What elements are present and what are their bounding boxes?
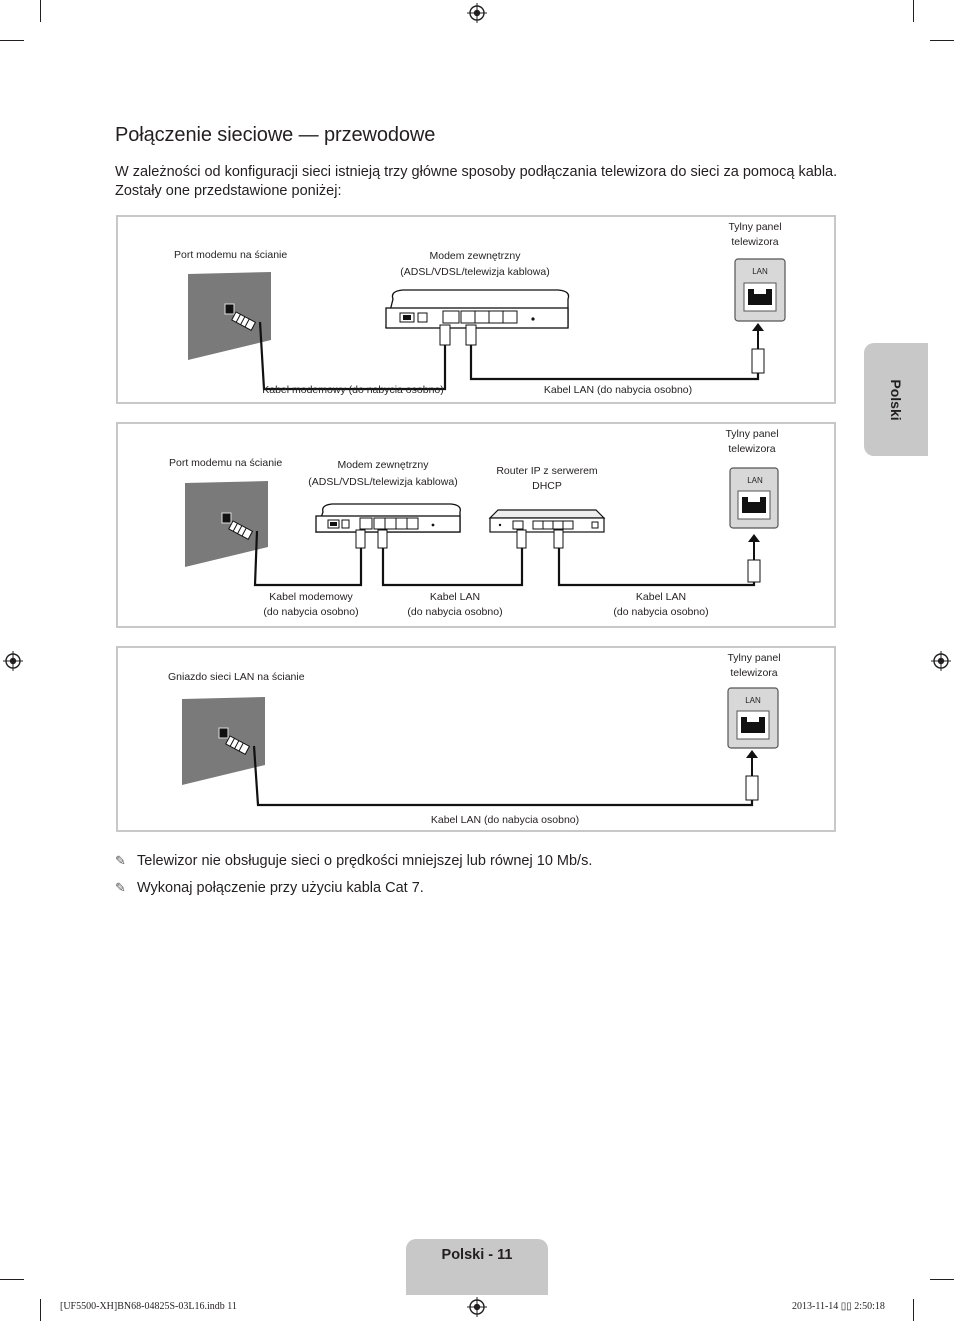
wall-port-label: Port modemu na ścianie [174, 249, 288, 261]
registration-mark-icon [3, 651, 23, 671]
language-side-tab-label: Polski [888, 378, 904, 421]
print-slug-file: [UF5500-XH]BN68-04825S-03L16.indb 11 [60, 1301, 237, 1312]
tv-plug-icon [745, 775, 759, 801]
page-number-tab: Polski - 11 [406, 1239, 548, 1295]
crop-mark [913, 0, 914, 22]
note-text: Wykonaj połączenie przy użyciu kabla Cat… [137, 880, 424, 896]
diagram-modem-router: Port modemu na ścianie Modem zewnętrzny … [116, 422, 836, 628]
tv-panel-label-line1: Tylny panel [727, 652, 781, 664]
lan-cable-1-label-line1: Kabel LAN [429, 591, 481, 603]
lan-cable-modem-router [381, 548, 524, 587]
tv-lan-port-icon [729, 467, 779, 529]
crop-mark [40, 1299, 41, 1321]
diagram-wall-lan: Gniazdo sieci LAN na ścianie Tylny panel… [116, 646, 836, 832]
crop-mark [0, 1279, 24, 1280]
diagram-wall-lan-graphic [182, 687, 779, 807]
lan-port-label: LAN [747, 476, 763, 485]
modem-icon [315, 503, 461, 533]
crop-mark [930, 1279, 954, 1280]
note-item: ✎ Telewizor nie obsługuje sieci o prędkoś… [115, 852, 592, 870]
lan-cable-2-label-line1: Kabel LAN [635, 591, 687, 603]
wall-socket-icon [221, 512, 232, 524]
diagram-modem-direct: Port modemu na ścianie Modem zewnętrzny … [116, 215, 836, 404]
lan-cable-label: Kabel LAN (do nabycia osobno) [430, 814, 580, 826]
wall-lan-socket-label: Gniazdo sieci LAN na ścianie [168, 671, 305, 683]
lan-cable-label: Kabel LAN (do nabycia osobno) [543, 384, 693, 396]
wall-icon [182, 697, 265, 785]
router-label-line1: Router IP z serwerem [496, 465, 598, 477]
lan-cable-router-tv [557, 548, 756, 587]
modem-icon [385, 289, 570, 329]
wall-plug-icon [225, 735, 251, 755]
cable-plug-icon [355, 529, 564, 549]
note-item: ✎ Wykonaj połączenie przy użyciu kabla Ca… [115, 879, 424, 897]
modem-label-line2: (ADSL/VDSL/telewizja kablowa) [400, 266, 550, 278]
tv-lan-port-icon [734, 258, 786, 322]
crop-mark [40, 0, 41, 22]
registration-mark-icon [467, 1297, 487, 1317]
crop-mark [0, 40, 24, 41]
router-icon [488, 509, 606, 533]
crop-mark [930, 40, 954, 41]
modem-cable-label-line2: (do nabycia osobno) [263, 606, 359, 618]
diagram-modem-direct-graphic [188, 258, 786, 391]
pencil-note-icon: ✎ [115, 880, 126, 895]
modem-cable [258, 321, 447, 391]
tv-panel-label-line2: telewizora [731, 236, 779, 248]
tv-panel-label-line1: Tylny panel [728, 221, 782, 233]
registration-mark-icon [931, 651, 951, 671]
note-text: Telewizor nie obsługuje sieci o prędkośc… [137, 853, 593, 869]
tv-panel-label-line2: telewizora [728, 443, 776, 455]
language-side-tab: Polski [864, 343, 928, 456]
tv-panel-label-line1: Tylny panel [725, 428, 779, 440]
wall-plug-icon [228, 520, 254, 540]
wall-icon [188, 272, 271, 360]
wall-socket-icon [224, 303, 235, 315]
diagram-modem-router-graphic [185, 467, 779, 587]
lan-port-label: LAN [745, 696, 761, 705]
wall-port-label: Port modemu na ścianie [169, 457, 283, 469]
tv-plug-icon [751, 348, 765, 374]
wall-socket-icon [218, 727, 229, 739]
pencil-note-icon: ✎ [115, 853, 126, 868]
modem-label-line1: Modem zewnętrzny [429, 250, 521, 262]
wall-icon [185, 481, 268, 567]
modem-cable-label: Kabel modemowy (do nabycia osobno) [262, 384, 444, 396]
modem-cable-label-line1: Kabel modemowy [269, 591, 353, 603]
lan-cable-2-label-line2: (do nabycia osobno) [613, 606, 709, 618]
tv-panel-label-line2: telewizora [730, 667, 778, 679]
lan-cable-1-label-line2: (do nabycia osobno) [407, 606, 503, 618]
tv-lan-port-icon [727, 687, 779, 749]
lan-port-label: LAN [752, 267, 768, 276]
tv-plug-icon [747, 559, 761, 583]
intro-paragraph: W zależności od konfiguracji sieci istni… [115, 164, 838, 199]
router-label-line2: DHCP [532, 480, 562, 492]
modem-label-line1: Modem zewnętrzny [337, 459, 429, 471]
page-number-label: Polski - 11 [441, 1247, 513, 1263]
lan-cable [252, 745, 754, 807]
page-title: Połączenie sieciowe — przewodowe [115, 124, 436, 146]
crop-mark [913, 1299, 914, 1321]
modem-label-line2: (ADSL/VDSL/telewizja kablowa) [308, 476, 458, 488]
wall-plug-icon [231, 311, 257, 331]
registration-mark-icon [467, 3, 487, 23]
print-slug-timestamp: 2013-11-14 ▯▯ 2:50:18 [792, 1301, 885, 1312]
lan-cable [469, 345, 760, 381]
modem-cable [253, 530, 363, 587]
